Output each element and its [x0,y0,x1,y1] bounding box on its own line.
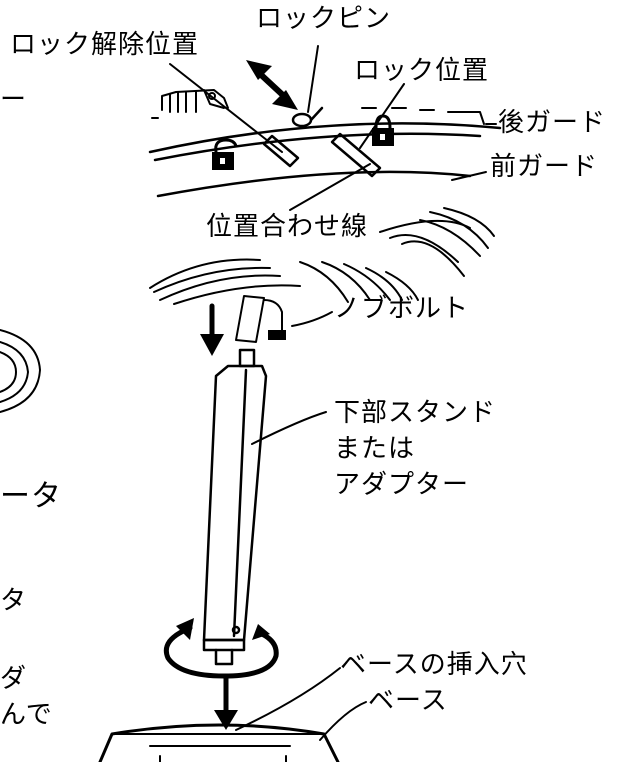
locked-padlock-icon [372,114,394,146]
lock-pin [291,106,324,128]
lock-pin-label: ロックピン [256,4,392,34]
unlock-marker-rod [262,134,300,168]
guard-rim [148,107,502,198]
rear-guard-label: 後ガード [498,108,607,138]
knob-bolt-bracket [235,295,286,343]
stand-pole [202,348,268,666]
base-label: ベース [368,686,448,716]
guard-wires-lower [149,258,419,305]
unlock-position-label: ロック解除位置 [10,30,200,60]
cropped-dash-label: ー [0,85,26,115]
cropped-ta-label: ータ [0,479,62,514]
knob-bolt-label: ノブボルト [334,294,470,324]
lock-position-label: ロック位置 [354,56,490,86]
guard-wires-upper [379,207,495,277]
lower-stand-label-line3: アダプター [334,470,470,500]
leader-lines [169,45,497,741]
alignment-line-label: 位置合わせ線 [206,212,369,242]
cropped-nde-label: んで [0,700,53,730]
rotation-arrow [163,618,279,679]
front-guard-label: 前ガード [490,152,599,182]
base-socket-label: ベースの挿入穴 [340,650,528,680]
down-arrow-lower [214,673,238,730]
down-arrow-upper [200,303,224,356]
cropped-da-label: ダ [0,664,28,694]
lock-marker-rod [330,132,382,178]
lower-stand-label-line1: 下部スタンド [334,398,497,428]
lower-stand-label-line2: または [334,434,416,464]
cropped-ta-small-label: タ [0,586,28,616]
base [98,723,340,762]
unlocked-padlock-icon [212,138,238,170]
movement-arrow [246,60,298,110]
cropped-object-left [0,329,41,413]
motor-housing-clip [151,89,229,119]
